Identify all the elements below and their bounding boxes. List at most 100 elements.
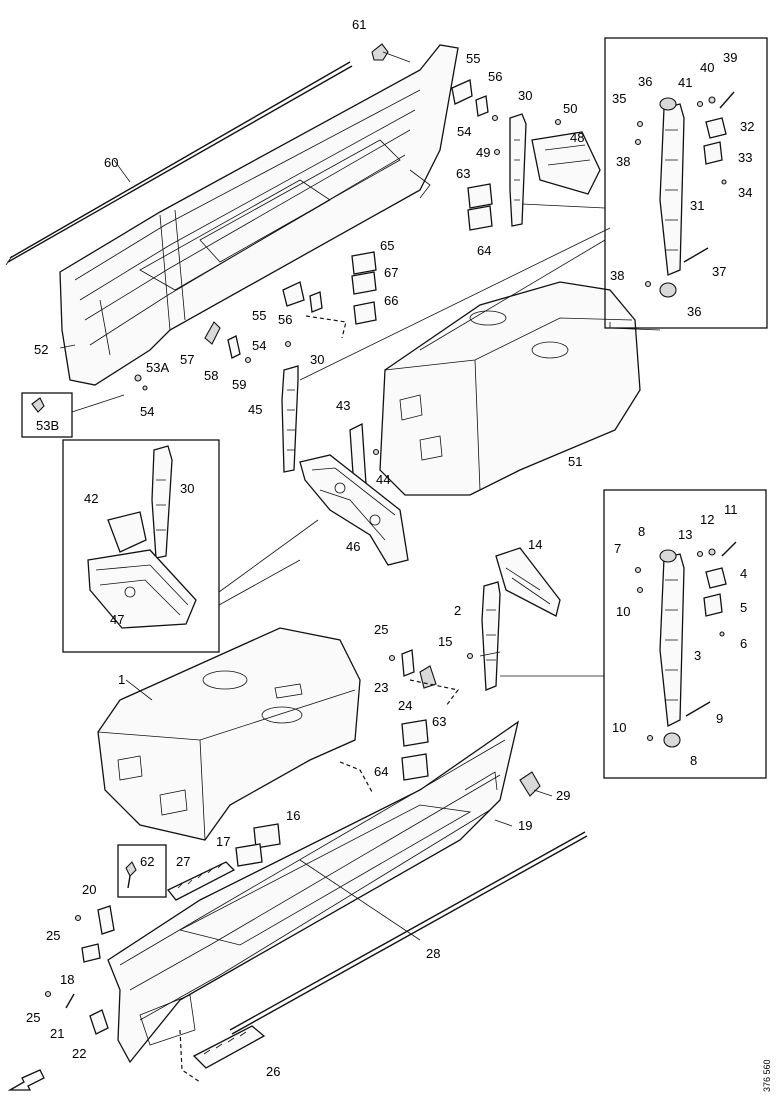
bushing-36-top [659,97,677,111]
bolt-39 [719,91,735,109]
label-64-upper: 64 [477,243,491,258]
label-51: 51 [568,454,582,469]
label-30-top: 30 [518,88,532,103]
pad-64-upper [467,205,493,231]
label-28: 28 [426,946,440,961]
clip-57 [204,321,221,345]
bracket-23 [401,649,415,677]
bolt-37 [683,247,709,263]
label-13: 13 [678,527,692,542]
fuel-tank-51 [379,281,641,496]
bracket-56-top [475,95,489,117]
drawing-code: 376 560 [762,1059,772,1092]
label-56-top: 56 [488,69,502,84]
label-57: 57 [180,352,194,367]
label-15: 15 [438,634,452,649]
label-47: 47 [110,612,124,627]
bracket-30-mid [281,365,299,473]
label-19: 19 [518,818,532,833]
label-38-bottom: 38 [610,268,624,283]
label-8-top: 8 [638,524,645,539]
label-56-mid: 56 [278,312,292,327]
label-59: 59 [232,377,246,392]
label-10-bottom: 10 [612,720,626,735]
pad-16 [253,823,281,849]
pad-17 [235,843,263,867]
bracket-22 [89,1009,109,1035]
bolt-54-left [142,385,148,391]
bolt-49 [493,148,501,156]
nut-38-bottom [644,280,652,288]
label-33: 33 [738,150,752,165]
label-23: 23 [374,680,388,695]
clip-61 [371,43,389,61]
pad-67 [351,271,377,295]
nut-38-top [634,138,642,146]
washer-40 [708,96,716,104]
bolt-54-mid [284,340,292,348]
pad-63-lower [401,719,429,747]
bolt-25-left-top [74,914,82,922]
bracket-20 [97,905,115,935]
label-24: 24 [398,698,412,713]
washer-13 [696,550,704,558]
bracket-32 [705,117,727,139]
label-55-mid: 55 [252,308,266,323]
label-12: 12 [700,512,714,527]
label-42: 42 [84,491,98,506]
bracket-2 [481,581,501,691]
upper-rail-60 [5,61,353,266]
bolt-50 [554,118,562,126]
label-1: 1 [118,672,125,687]
label-4: 4 [740,566,747,581]
bolt-7 [634,566,642,574]
clip-53A [134,374,142,382]
bushing-36-bottom [659,282,677,298]
pad-55-top [451,79,473,105]
inset-box-upper-right [604,37,768,329]
label-30-mid: 30 [310,352,324,367]
label-9: 9 [716,711,723,726]
nut-10-top [636,586,644,594]
bracket-58 [227,335,241,359]
label-63-upper: 63 [456,166,470,181]
label-2: 2 [454,603,461,618]
lower-rail [229,831,586,1031]
clip-29 [519,771,541,797]
bolt-35 [636,120,644,128]
label-14: 14 [528,537,542,552]
bracket-42 [107,511,147,553]
label-52: 52 [34,342,48,357]
label-38-top: 38 [616,154,630,169]
label-22: 22 [72,1046,86,1061]
front-direction-arrow [7,1069,45,1091]
label-31: 31 [690,198,704,213]
label-45: 45 [248,402,262,417]
carrier-47 [87,549,197,629]
label-39: 39 [723,50,737,65]
lower-side-panel-19 [107,720,520,1064]
label-11: 11 [724,502,738,517]
label-46: 46 [346,539,360,554]
label-32: 32 [740,119,754,134]
label-25-mid: 25 [374,622,388,637]
label-54-mid: 54 [252,338,266,353]
label-27: 27 [176,854,190,869]
washer-41 [696,100,704,108]
bushing-8-bottom [663,732,681,748]
bolt-59 [244,356,252,364]
nut-34 [721,179,727,185]
bracket-30-top [509,113,527,227]
label-55-top: 55 [466,51,480,66]
bolt-25-mid [388,654,396,662]
label-58: 58 [204,368,218,383]
label-43: 43 [336,398,350,413]
bolt-44 [372,448,380,456]
label-6: 6 [740,636,747,651]
bolt-9 [685,701,711,717]
bolt-25-left-bottom [44,990,52,998]
pad-64-lower [401,753,429,781]
bracket-33 [703,141,723,165]
label-53A: 53A [146,360,169,375]
pad-65 [351,251,377,275]
